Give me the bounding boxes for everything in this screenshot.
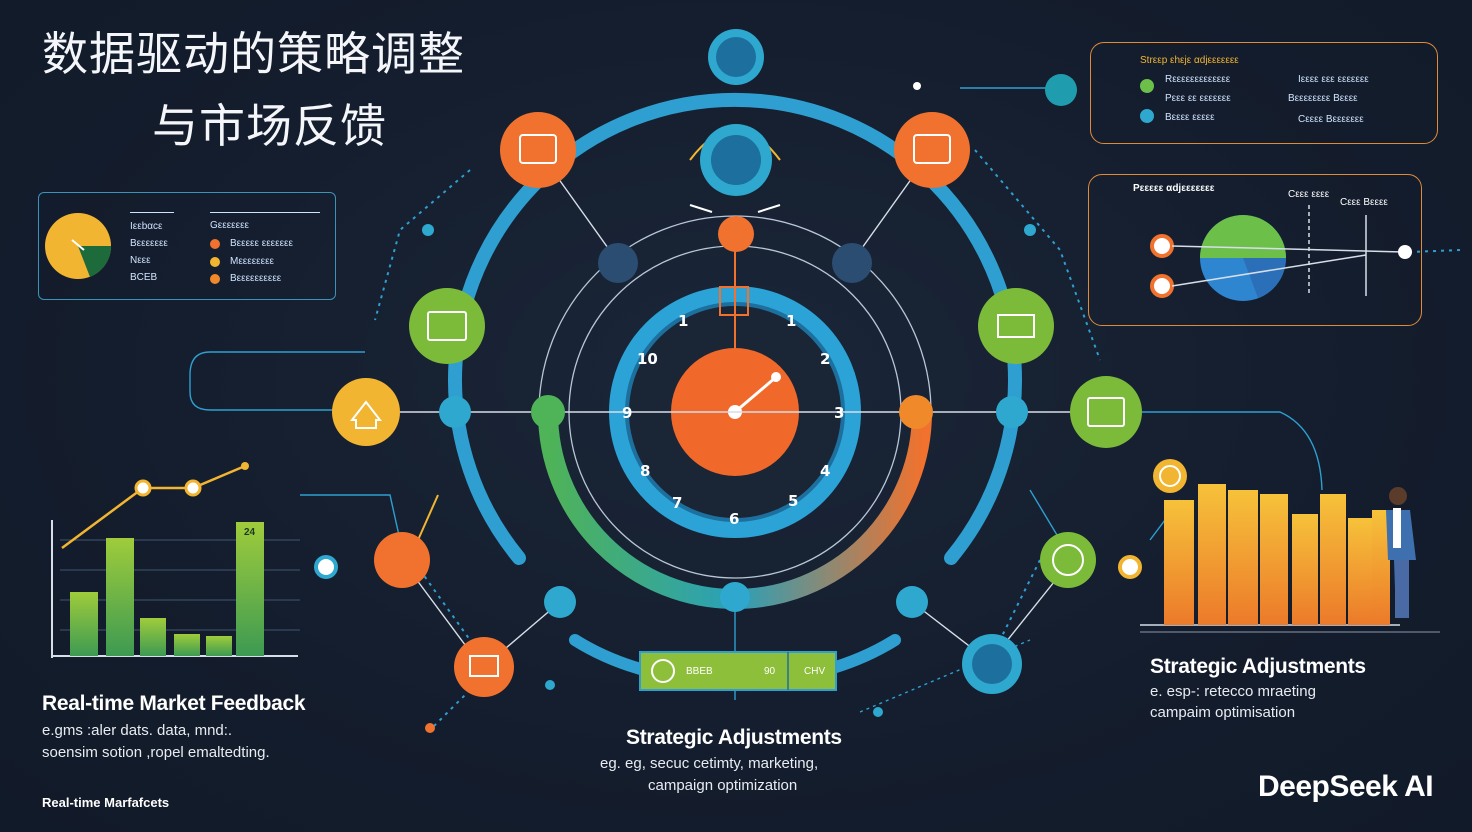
center-caption-sub: eg. eg, secuc cetimty, marketing, bbox=[600, 755, 819, 772]
left-panel-col1-item: Ιεεbαcε bbox=[130, 221, 163, 232]
left-chart-bar bbox=[206, 636, 232, 656]
right-bar-chart bbox=[1140, 459, 1440, 633]
person-figure bbox=[1386, 487, 1416, 618]
right-caption-sub: e. esp-: retecco mraeting bbox=[1150, 683, 1316, 700]
left-panel-col2-title: Gεεεεεεε bbox=[210, 220, 249, 231]
top-right-panel bbox=[1090, 42, 1438, 144]
top-right-row-right: Βεεεεεεεε Βεεεε bbox=[1288, 93, 1358, 104]
left-panel-divider bbox=[210, 212, 320, 213]
right-chart-bar bbox=[1372, 510, 1390, 625]
right-chart-bar bbox=[1228, 490, 1258, 625]
mid-right-panel-label: Cεεε Βεεεε bbox=[1340, 197, 1388, 208]
bottom-strip-cell: CHV bbox=[804, 666, 826, 677]
right-chart-bar bbox=[1260, 494, 1288, 625]
left-panel-legend-item: Βεεεεεεεεεε bbox=[210, 273, 281, 284]
right-chart-bar bbox=[1348, 518, 1372, 625]
clock-number: 6 bbox=[729, 510, 740, 528]
clock-number: 1 bbox=[678, 312, 689, 330]
dashed-lines bbox=[374, 149, 1461, 731]
top-right-row-left: Ρεεε εε εεεεεεε bbox=[1165, 93, 1231, 104]
left-chart-bar bbox=[70, 592, 98, 656]
top-right-panel-title: Strεεp εhεjε αdjεεεεεεε bbox=[1140, 55, 1239, 66]
page-title-line2: 与市场反馈 bbox=[152, 99, 387, 153]
small-nodes bbox=[314, 74, 1142, 733]
footer-left-text: Real-time Marfafcets bbox=[42, 795, 170, 810]
mid-right-panel-graphic bbox=[1150, 205, 1412, 301]
brand-logo-text: DeepSeek AI bbox=[1258, 770, 1434, 803]
left-panel-col1-item: Νεεε bbox=[130, 255, 151, 266]
clock-number: 8 bbox=[640, 462, 651, 480]
left-chart-bar bbox=[106, 538, 134, 656]
top-right-row-left: Βεεεε εεεεε bbox=[1165, 112, 1215, 123]
clock-dial bbox=[609, 250, 861, 538]
clock-number: 2 bbox=[820, 350, 831, 368]
right-chart-bar bbox=[1320, 494, 1346, 625]
bottom-strip bbox=[639, 651, 837, 691]
center-caption-sub: campaign optimization bbox=[648, 777, 798, 794]
left-caption-heading: Real-time Market Feedback bbox=[42, 692, 306, 715]
left-chart-bar bbox=[140, 618, 166, 656]
top-right-row-right: Ιεεεε εεε εεεεεεε bbox=[1298, 74, 1369, 85]
right-caption-sub: campaim optimisation bbox=[1150, 704, 1296, 721]
clock-number: 5 bbox=[788, 492, 799, 510]
top-right-row-right: Cεεεε Βεεεεεεε bbox=[1298, 114, 1364, 125]
top-right-row-left: Rεεεεεεεεεεεεε bbox=[1165, 74, 1231, 85]
left-panel-legend-item: Μεεεεεεεε bbox=[210, 256, 274, 267]
top-right-legend-dots bbox=[1140, 79, 1154, 123]
clock-number: 9 bbox=[622, 404, 633, 422]
bottom-strip-cell: 90 bbox=[764, 666, 776, 677]
clock-number: 4 bbox=[820, 462, 831, 480]
left-bar-chart bbox=[51, 462, 300, 658]
left-panel-legend-item: Βεεεεε εεεεεεε bbox=[210, 238, 293, 249]
right-caption-heading: Strategic Adjustments bbox=[1150, 655, 1366, 678]
mid-right-panel bbox=[1088, 174, 1422, 326]
left-chart-bar bbox=[174, 634, 200, 656]
bottom-strip-cell: ΒΒΕΒ bbox=[686, 666, 713, 677]
clock-number: 3 bbox=[834, 404, 845, 422]
right-chart-bar bbox=[1292, 514, 1318, 625]
clock-number: 10 bbox=[637, 350, 658, 368]
left-chart-bar bbox=[236, 522, 264, 656]
page-title-line1: 数据驱动的策略调整 bbox=[42, 27, 465, 81]
center-caption-heading: Strategic Adjustments bbox=[626, 726, 842, 749]
left-caption-sub: soensim sotion ,ropel emaltedting. bbox=[42, 744, 270, 761]
left-legend-panel bbox=[38, 192, 336, 300]
left-caption-sub: e.gms :aler dats. data, mnd:. bbox=[42, 722, 233, 739]
left-panel-pie bbox=[45, 213, 112, 279]
mid-right-panel-title: Ρεεεεε αdjεεεεεεε bbox=[1133, 183, 1215, 194]
right-chart-bar bbox=[1164, 500, 1194, 625]
right-chart-bar bbox=[1198, 484, 1226, 625]
icon-nodes bbox=[332, 29, 1142, 697]
mid-right-panel-label: Cεεε εεεε bbox=[1288, 189, 1330, 200]
clock-number: 1 bbox=[786, 312, 797, 330]
left-panel-col1-item: ΒCΕΒ bbox=[130, 272, 158, 283]
left-panel-col1-item: Bεεεεεεε bbox=[130, 238, 168, 249]
clock-number: 7 bbox=[672, 494, 683, 512]
left-bar-top-label: 24 bbox=[244, 527, 256, 538]
left-panel-divider bbox=[130, 212, 174, 213]
